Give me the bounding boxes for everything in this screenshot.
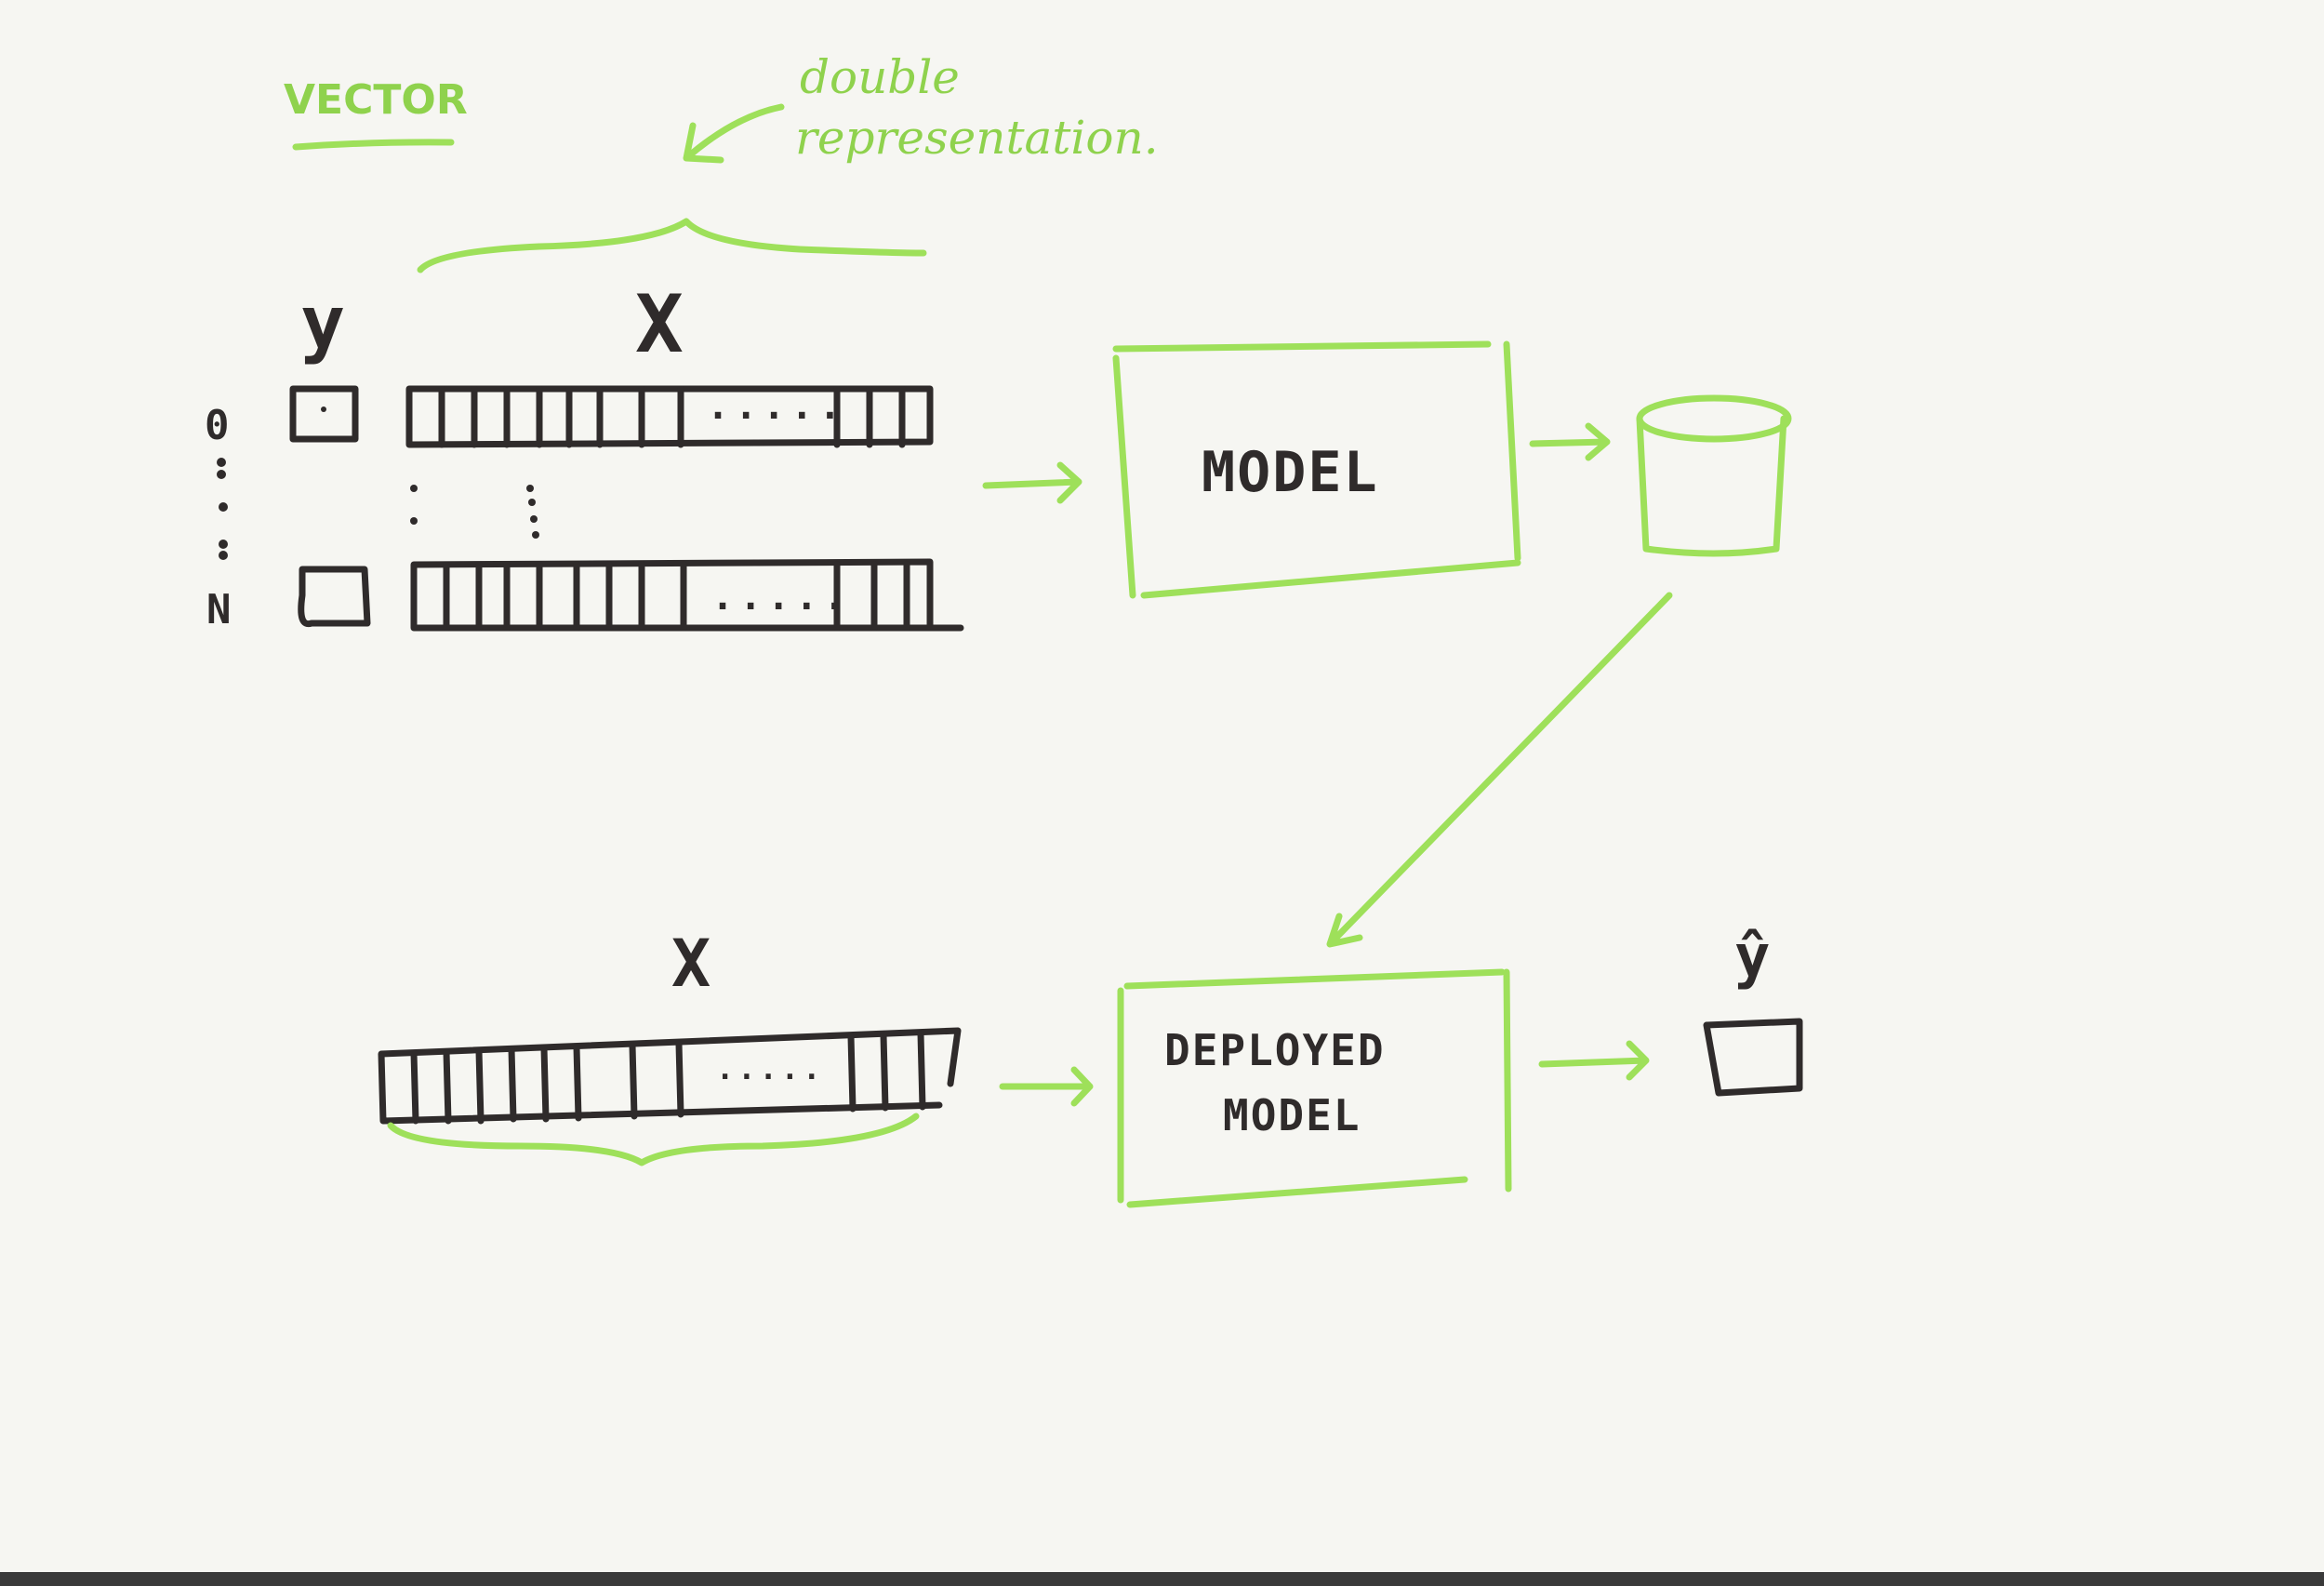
label-x-inference: X	[671, 926, 710, 1002]
row-index-top: 0	[205, 402, 230, 449]
feature-vector-row-n	[410, 558, 964, 632]
model-box	[1112, 340, 1521, 599]
ellipsis-row-0: .....	[707, 385, 846, 428]
model-label: MODEL	[1202, 440, 1379, 505]
heading-underline	[292, 139, 455, 151]
y-box-bottom	[298, 566, 371, 628]
annotation-representation: representation.	[795, 111, 1159, 165]
row-index-bottom: N	[206, 586, 232, 633]
arrow-data-to-model	[982, 461, 1082, 504]
feature-vector-inference	[378, 1027, 962, 1125]
prediction-label: ŷ	[1734, 923, 1771, 992]
deployed-label-line1: DEPLOYED	[1164, 1025, 1386, 1075]
annotation-double: double	[800, 50, 960, 104]
deployed-model-box	[1117, 968, 1512, 1208]
deployed-label-line2: MODEL	[1223, 1090, 1361, 1140]
y-box-top	[289, 385, 359, 443]
bottom-brace	[387, 1113, 920, 1166]
row-index-dots	[217, 458, 228, 560]
row-continuation-dots	[410, 485, 539, 539]
arrow-db-to-deployed	[1326, 592, 1673, 948]
scan-edge	[0, 1572, 2324, 1586]
database-icon	[1636, 394, 1792, 557]
top-brace	[417, 218, 927, 273]
arrow-model-to-db	[1529, 422, 1611, 461]
y-box-top-dot	[321, 406, 326, 412]
heading-vector: VECTOR	[284, 76, 468, 124]
label-x-training: X	[635, 278, 684, 371]
label-y-training: y	[300, 280, 345, 367]
arrow-deployed-to-prediction	[1538, 1040, 1650, 1081]
annotation-arrow	[683, 103, 785, 164]
ellipsis-row-n: .....	[711, 576, 851, 619]
ellipsis-inference: .....	[716, 1051, 824, 1086]
feature-vector-row-0	[405, 385, 934, 448]
prediction-box	[1703, 1018, 1803, 1097]
arrow-x-to-deployed	[999, 1066, 1094, 1107]
